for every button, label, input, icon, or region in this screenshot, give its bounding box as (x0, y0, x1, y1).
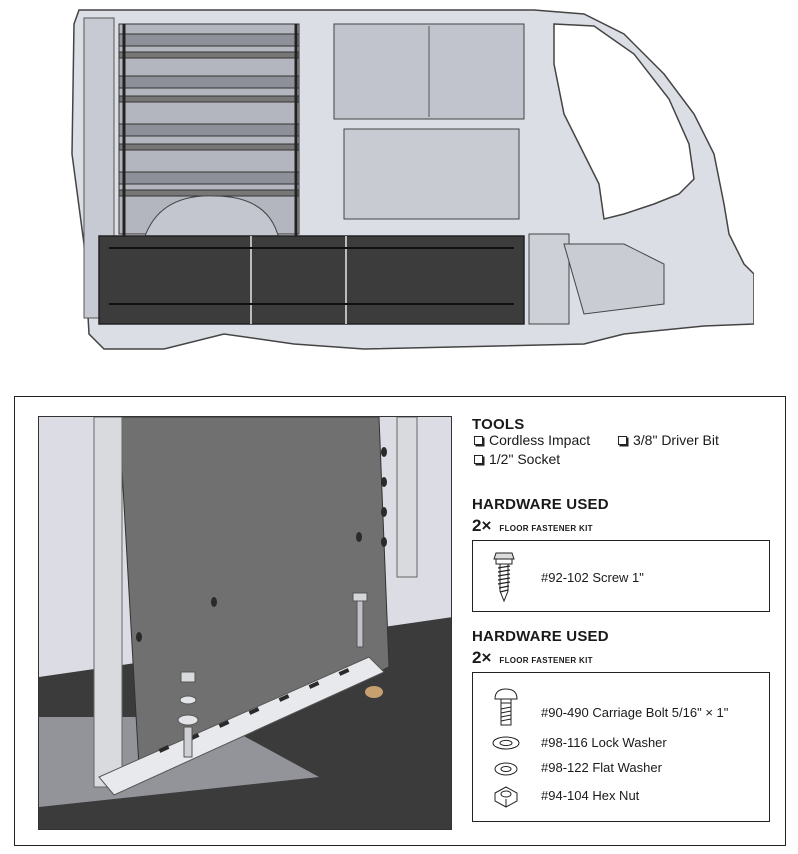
tool-label: 1/2" Socket (489, 451, 561, 467)
checkbox-icon[interactable] (474, 454, 483, 464)
hardware-item-label: #94-104 Hex Nut (541, 788, 640, 803)
hardware-item-label: #98-122 Flat Washer (541, 760, 662, 775)
hardware-used-title: HARDWARE USED (472, 628, 609, 645)
tool-item-socket[interactable]: 1/2" Socket (474, 451, 560, 467)
hardware-item-label: #98-116 Lock Washer (541, 735, 667, 750)
hardware-used-title: HARDWARE USED (472, 496, 609, 513)
quantity-number: 2× (472, 516, 492, 535)
left-post (93, 417, 123, 788)
tools-title: TOOLS (472, 416, 525, 433)
checkbox-icon[interactable] (474, 435, 483, 445)
bolt-stack (177, 671, 199, 758)
tool-item-driver-bit[interactable]: 3/8" Driver Bit (618, 432, 719, 448)
instruction-frame (14, 396, 786, 846)
hex-nut-icon (494, 786, 518, 808)
tool-item-cordless-impact[interactable]: Cordless Impact (474, 432, 590, 448)
hardware-item-label: #92-102 Screw 1" (541, 570, 644, 585)
quantity-number: 2× (472, 648, 492, 667)
hardware-quantity: 2× FLOOR FASTENER KIT (472, 648, 593, 668)
hardware-quantity: 2× FLOOR FASTENER KIT (472, 516, 593, 536)
hardware-box: #90-490 Carriage Bolt 5/16" × 1" #98-116… (472, 672, 770, 822)
kit-name: FLOOR FASTENER KIT (499, 524, 593, 533)
hardware-item-label: #90-490 Carriage Bolt 5/16" × 1" (541, 705, 729, 720)
rear-wheel-well (143, 195, 280, 240)
checkbox-icon[interactable] (618, 435, 627, 445)
tool-label: Cordless Impact (489, 432, 591, 448)
floor-panel (98, 235, 525, 325)
right-post (396, 417, 418, 578)
tool-label: 3/8" Driver Bit (633, 432, 719, 448)
floor-hole (365, 686, 383, 698)
shelving-unit (118, 23, 300, 254)
lock-washer-icon (492, 736, 520, 750)
flat-washer-icon (494, 762, 518, 776)
hardware-box: #92-102 Screw 1" (472, 540, 770, 612)
screw-icon (493, 552, 515, 603)
van-side-view-illustration (71, 9, 754, 350)
screw-part (352, 592, 368, 648)
angle-bracket (98, 656, 385, 796)
kit-name: FLOOR FASTENER KIT (499, 656, 593, 665)
front-window-opening (553, 23, 695, 220)
carriage-bolt-icon (494, 688, 518, 726)
floor-fastener-detail-illustration (38, 416, 452, 830)
